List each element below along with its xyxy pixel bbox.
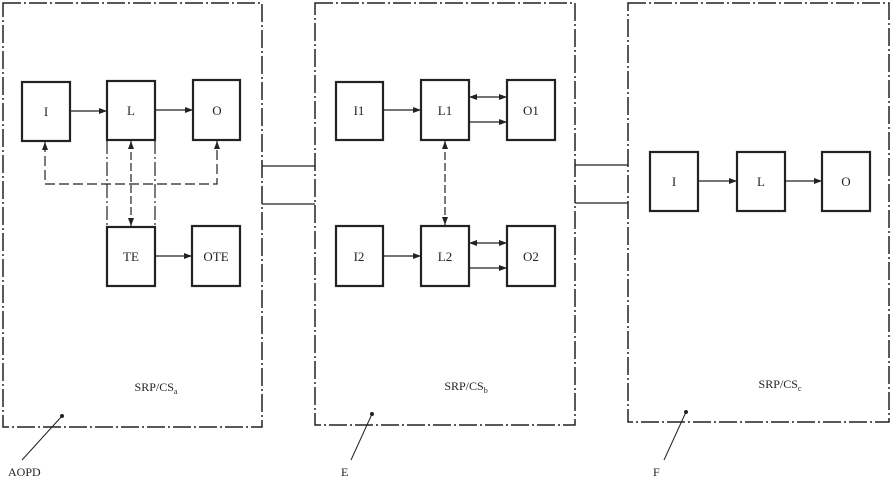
panel-a-border [2, 2, 263, 428]
label-c-l: L [757, 174, 765, 189]
label-b-i1: I1 [354, 103, 365, 118]
leader-e [350, 413, 373, 461]
callout-f: F [653, 465, 660, 479]
label-c-o: O [841, 174, 850, 189]
leader-aopd [21, 415, 63, 461]
block-b-i1 [334, 80, 385, 142]
callout-e: E [341, 465, 348, 479]
panel-c-border [627, 2, 890, 423]
label-a-o: O [212, 103, 221, 118]
panel-b-title: SRP/CSb [444, 379, 487, 395]
callout-aopd: AOPD [8, 465, 41, 479]
block-b-o1 [505, 78, 557, 142]
dashed-a-i-o [42, 141, 220, 185]
label-b-o2: O2 [523, 249, 539, 264]
label-b-l1: L1 [438, 103, 452, 118]
leader-f [663, 411, 687, 461]
label-b-i2: I2 [354, 249, 365, 264]
block-b-o2 [505, 224, 557, 288]
label-b-l2: L2 [438, 249, 452, 264]
label-a-l: L [127, 103, 135, 118]
label-a-i: I [44, 104, 48, 119]
panel-b-border [314, 2, 576, 426]
panel-c-title: SRP/CSc [759, 377, 802, 393]
leader-dot-aopd [60, 414, 64, 418]
leader-dot-f [684, 410, 688, 414]
label-a-te: TE [123, 249, 139, 264]
label-b-o1: O1 [523, 103, 539, 118]
label-a-ote: OTE [203, 249, 228, 264]
label-c-i: I [672, 174, 676, 189]
panel-a-title: SRP/CSa [135, 380, 178, 396]
leader-dot-e [370, 412, 374, 416]
